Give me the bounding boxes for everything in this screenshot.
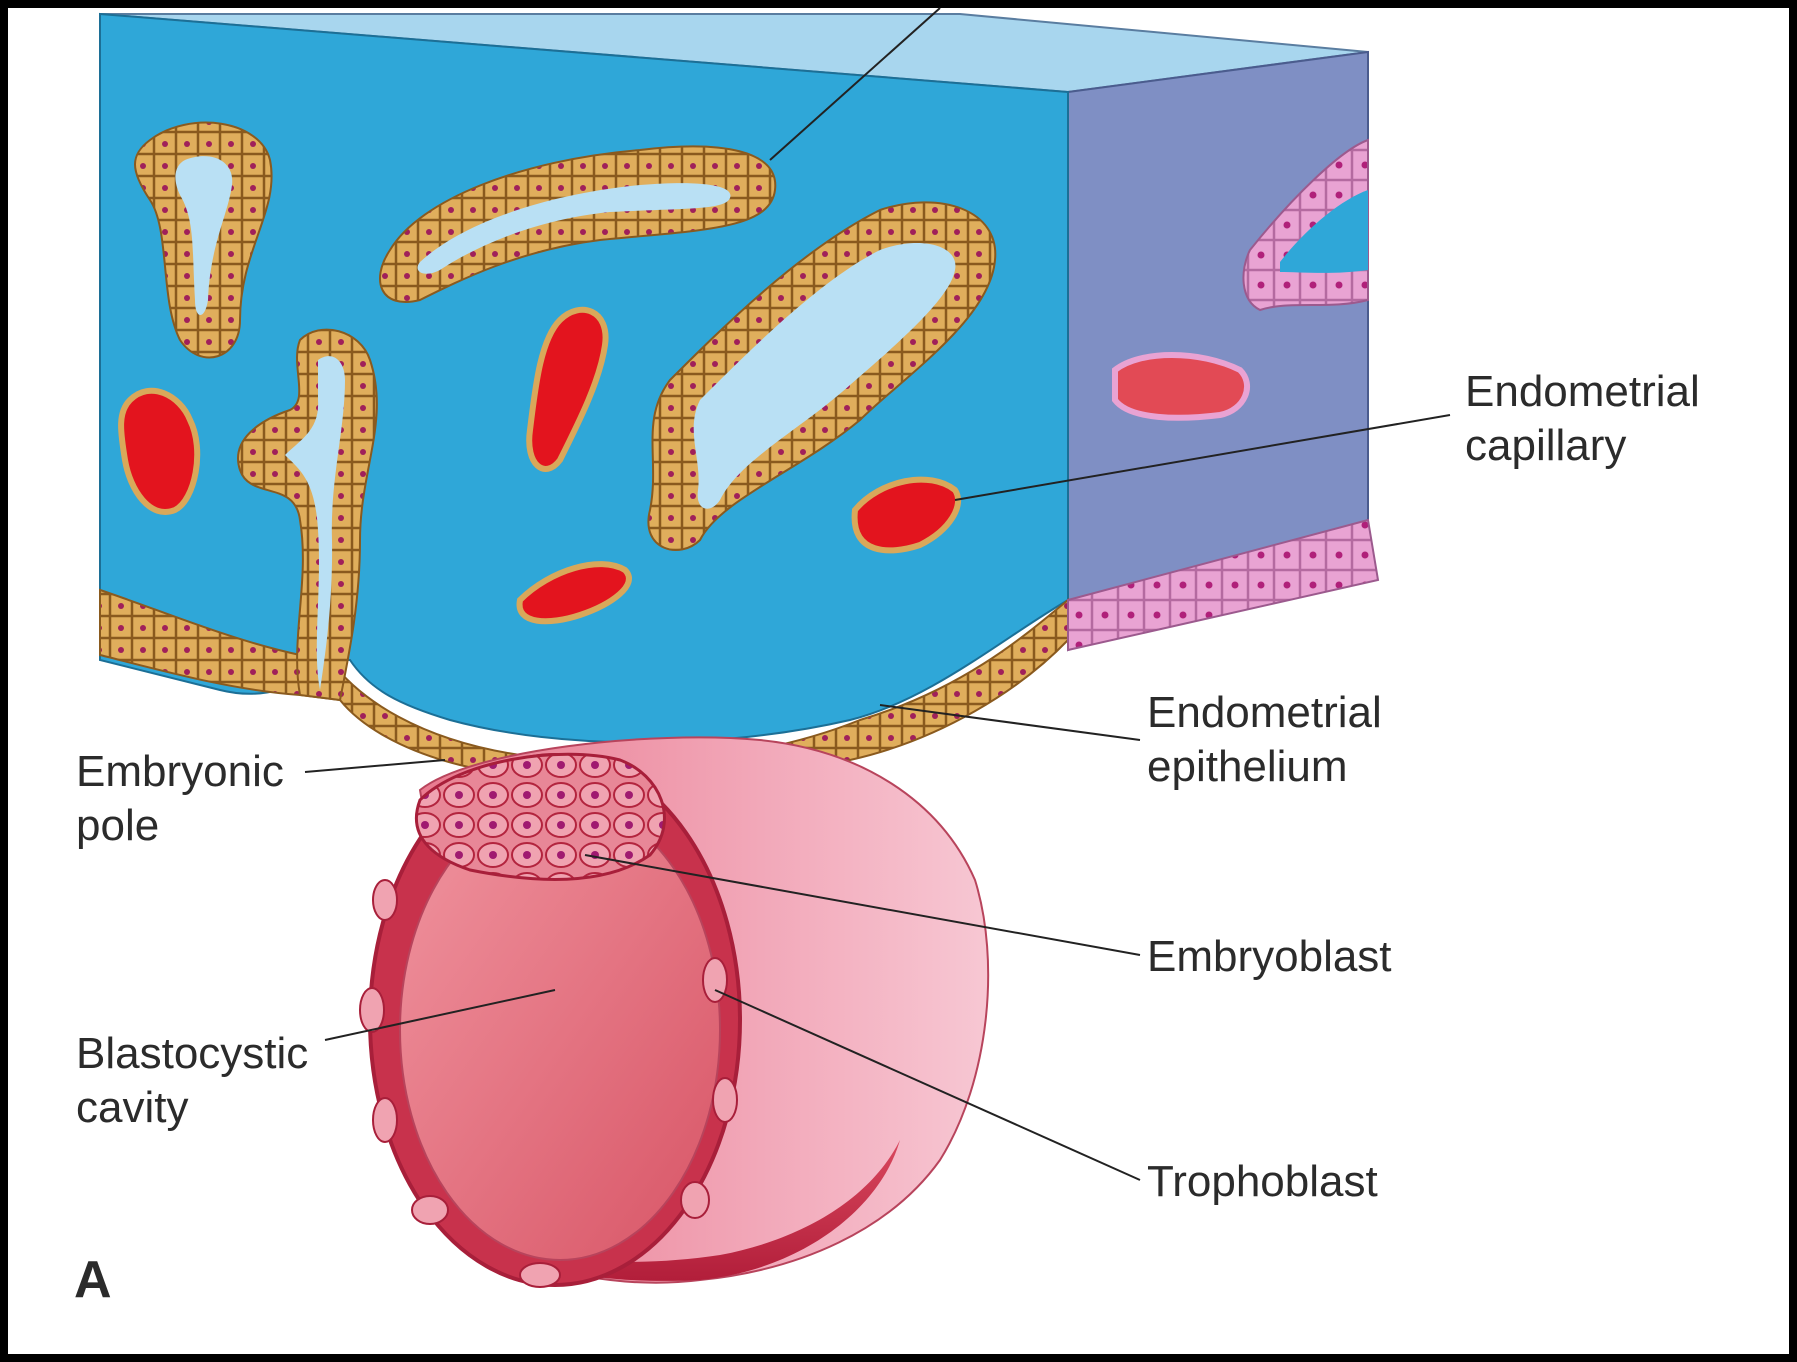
- label-trophoblast: Trophoblast: [1147, 1155, 1378, 1209]
- label-line: Endometrial: [1465, 365, 1700, 419]
- label-endometrial-epithelium: Endometrial epithelium: [1147, 686, 1382, 794]
- label-embryoblast: Embryoblast: [1147, 930, 1392, 984]
- label-line: Embryonic: [76, 745, 284, 799]
- label-line: Trophoblast: [1147, 1155, 1378, 1209]
- capillary-side: [1115, 355, 1247, 418]
- label-line: Endometrial: [1147, 686, 1382, 740]
- label-blastocystic-cavity: Blastocystic cavity: [76, 1027, 308, 1135]
- label-embryonic-pole: Embryonic pole: [76, 745, 284, 853]
- label-line: capillary: [1465, 419, 1700, 473]
- label-line: cavity: [76, 1081, 308, 1135]
- label-line: pole: [76, 799, 284, 853]
- label-endometrial-capillary: Endometrial capillary: [1465, 365, 1700, 473]
- label-line: Blastocystic: [76, 1027, 308, 1081]
- panel-letter: A: [74, 1250, 112, 1310]
- label-line: Embryoblast: [1147, 930, 1392, 984]
- label-line: epithelium: [1147, 740, 1382, 794]
